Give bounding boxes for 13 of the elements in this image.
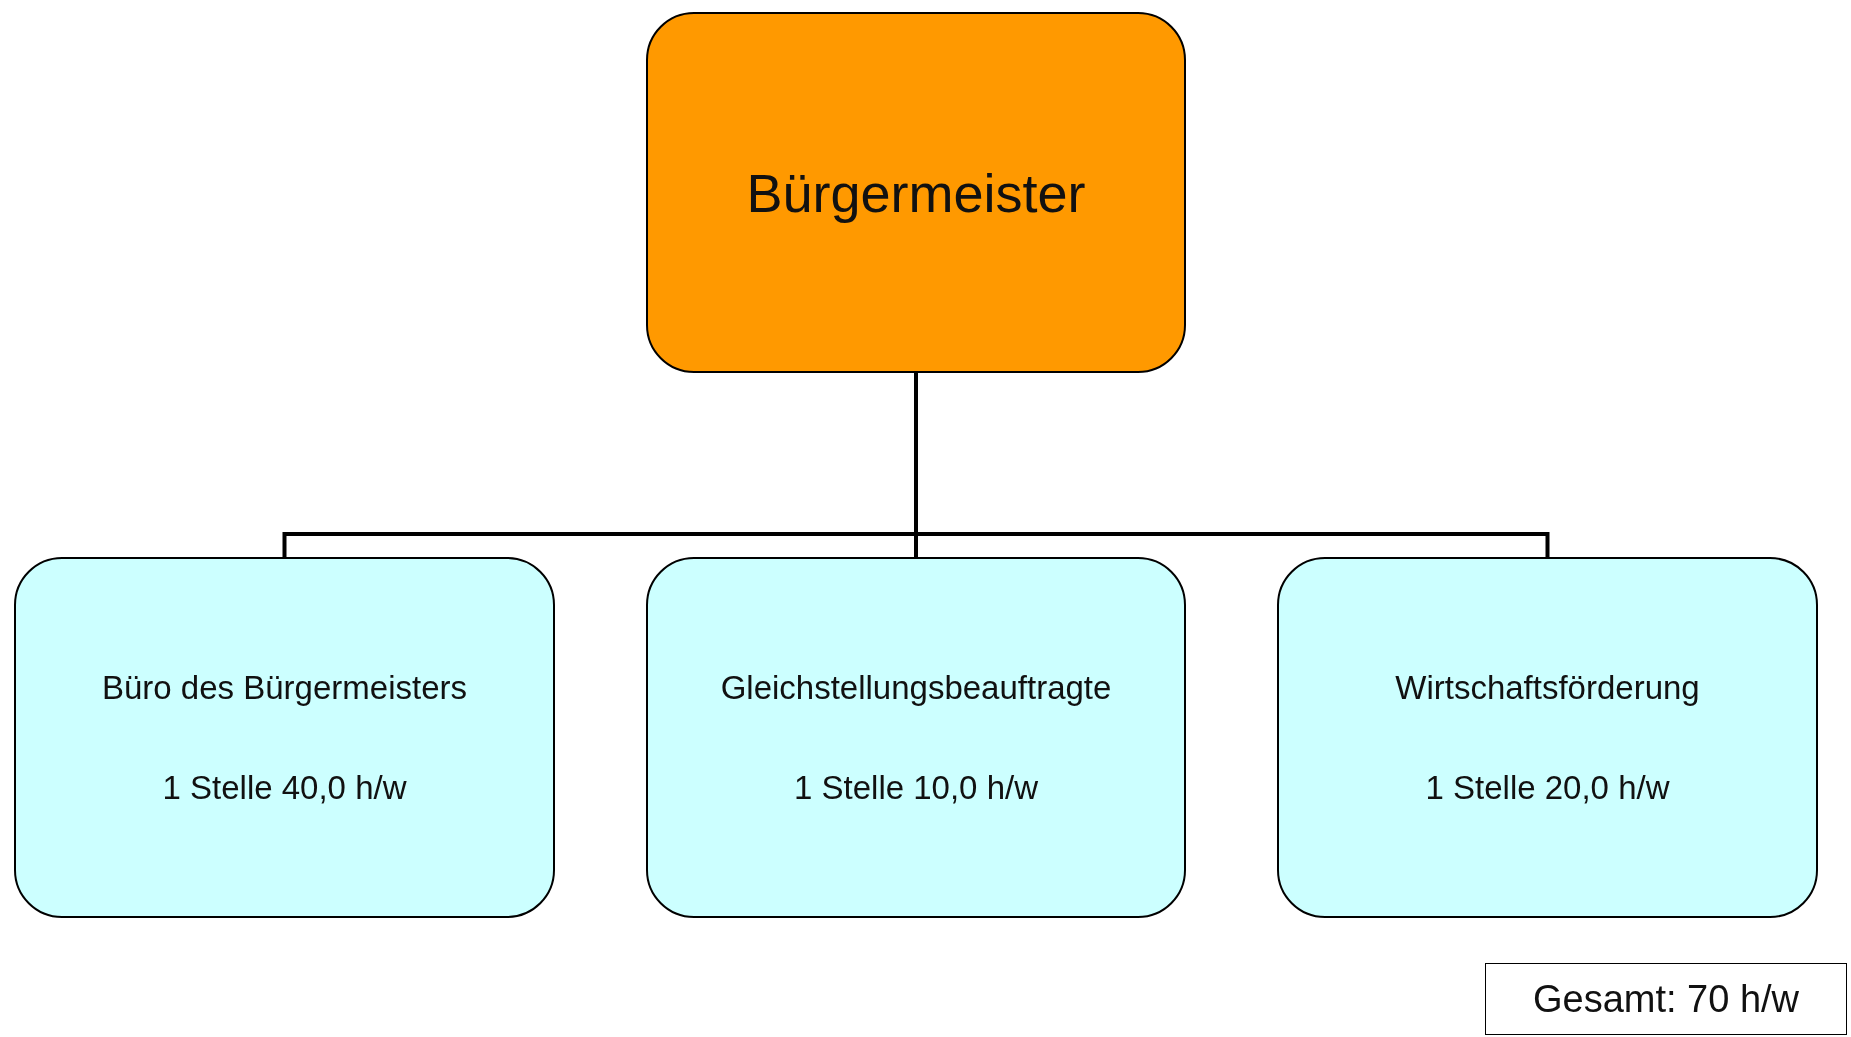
org-unit-box: [646, 12, 1186, 373]
org-unit-box: [646, 557, 1186, 918]
unit-title: Gesamt: 70 h/w: [1532, 977, 1800, 1021]
unit-title: Wirtschaftsförderung: [1395, 668, 1700, 707]
unit-title: Büro des Bürgermeisters: [102, 668, 467, 707]
unit-title: Gleichstellungsbeauftragte: [720, 668, 1112, 707]
unit-title: Bürgermeister: [746, 161, 1086, 224]
org-unit-box: [14, 557, 555, 918]
total-box: [1485, 963, 1847, 1035]
position-hours: 1 Stelle 40,0 h/w: [162, 768, 407, 807]
position-hours: 1 Stelle 20,0 h/w: [1425, 768, 1670, 807]
position-hours: 1 Stelle 10,0 h/w: [794, 768, 1038, 807]
org-unit-box: [1277, 557, 1818, 918]
